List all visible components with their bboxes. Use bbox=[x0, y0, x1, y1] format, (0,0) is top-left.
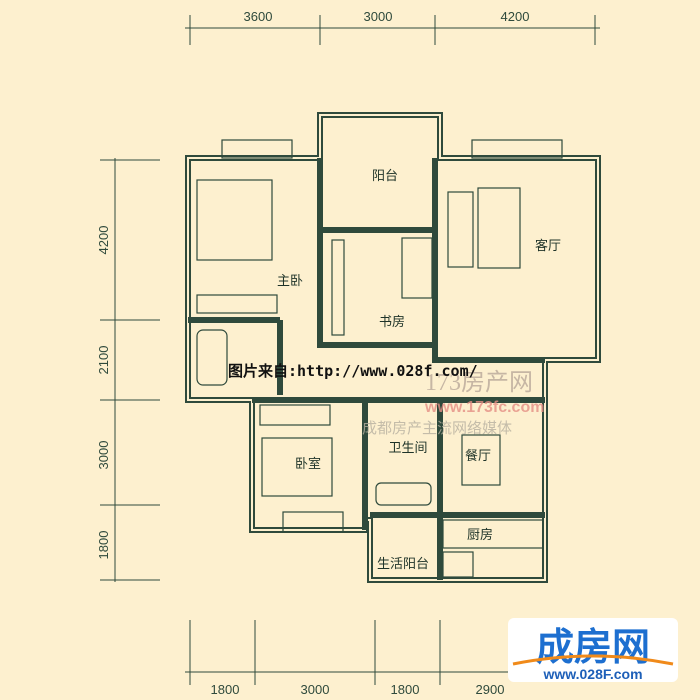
logo-name: 成房网 bbox=[536, 625, 650, 669]
room-label-utility-balcony: 生活阳台 bbox=[377, 557, 429, 572]
watermark-source: 图片来自:http://www.028f.com/ bbox=[228, 362, 478, 380]
top-dimension-line bbox=[185, 15, 600, 45]
dim-left-3: 3000 bbox=[96, 441, 111, 470]
dim-bottom-2: 3000 bbox=[301, 682, 330, 697]
dim-left-1: 4200 bbox=[96, 226, 111, 255]
coffee-table bbox=[477, 187, 521, 269]
dim-left-2: 2100 bbox=[96, 346, 111, 375]
room-label-study: 书房 bbox=[379, 314, 405, 330]
dim-top-2: 3000 bbox=[364, 9, 393, 24]
watermark-173-url: www.173fc.com bbox=[424, 399, 544, 416]
kitchen-sink bbox=[442, 551, 474, 578]
dim-left-4: 1800 bbox=[96, 531, 111, 560]
walls bbox=[185, 112, 601, 583]
dining-table bbox=[461, 434, 501, 486]
left-dimension-line bbox=[100, 158, 160, 582]
room-label-dining-room: 餐厅 bbox=[465, 448, 491, 464]
bathroom-tub bbox=[375, 482, 432, 506]
kitchen-counter bbox=[442, 519, 544, 549]
room-label-master-bedroom: 主卧 bbox=[277, 274, 303, 289]
master-bedroom-window bbox=[221, 139, 293, 159]
dim-bottom-4: 2900 bbox=[476, 682, 505, 697]
dim-bottom-1: 1800 bbox=[211, 682, 240, 697]
bedroom-window bbox=[282, 511, 344, 533]
watermark-173-slogan: 成都房产主流网络媒体 bbox=[362, 419, 512, 437]
dim-bottom-3: 1800 bbox=[391, 682, 420, 697]
furniture bbox=[196, 179, 544, 578]
logo-028f: 成房网 www.028F.com bbox=[508, 618, 678, 682]
bookshelf bbox=[331, 239, 345, 336]
master-bed bbox=[196, 179, 273, 261]
room-label-bedroom: 卧室 bbox=[295, 456, 321, 472]
bedroom-wardrobe bbox=[259, 404, 331, 426]
room-label-living-room: 客厅 bbox=[535, 238, 561, 254]
watermark-173: 173房产网 bbox=[425, 369, 533, 396]
bedroom-bed bbox=[261, 437, 333, 497]
bottom-dimension-line bbox=[185, 620, 520, 685]
dim-top-3: 4200 bbox=[501, 9, 530, 24]
logo-url: www.028F.com bbox=[542, 666, 642, 682]
living-room-window bbox=[471, 139, 563, 159]
sofa bbox=[447, 191, 474, 268]
room-label-kitchen: 厨房 bbox=[467, 527, 493, 543]
room-label-bathroom: 卫生间 bbox=[388, 441, 427, 456]
room-label-balcony: 阳台 bbox=[372, 169, 398, 184]
desk bbox=[401, 237, 433, 299]
bathtub bbox=[196, 329, 228, 386]
dim-top-1: 3600 bbox=[244, 9, 273, 24]
wardrobe bbox=[196, 294, 278, 314]
